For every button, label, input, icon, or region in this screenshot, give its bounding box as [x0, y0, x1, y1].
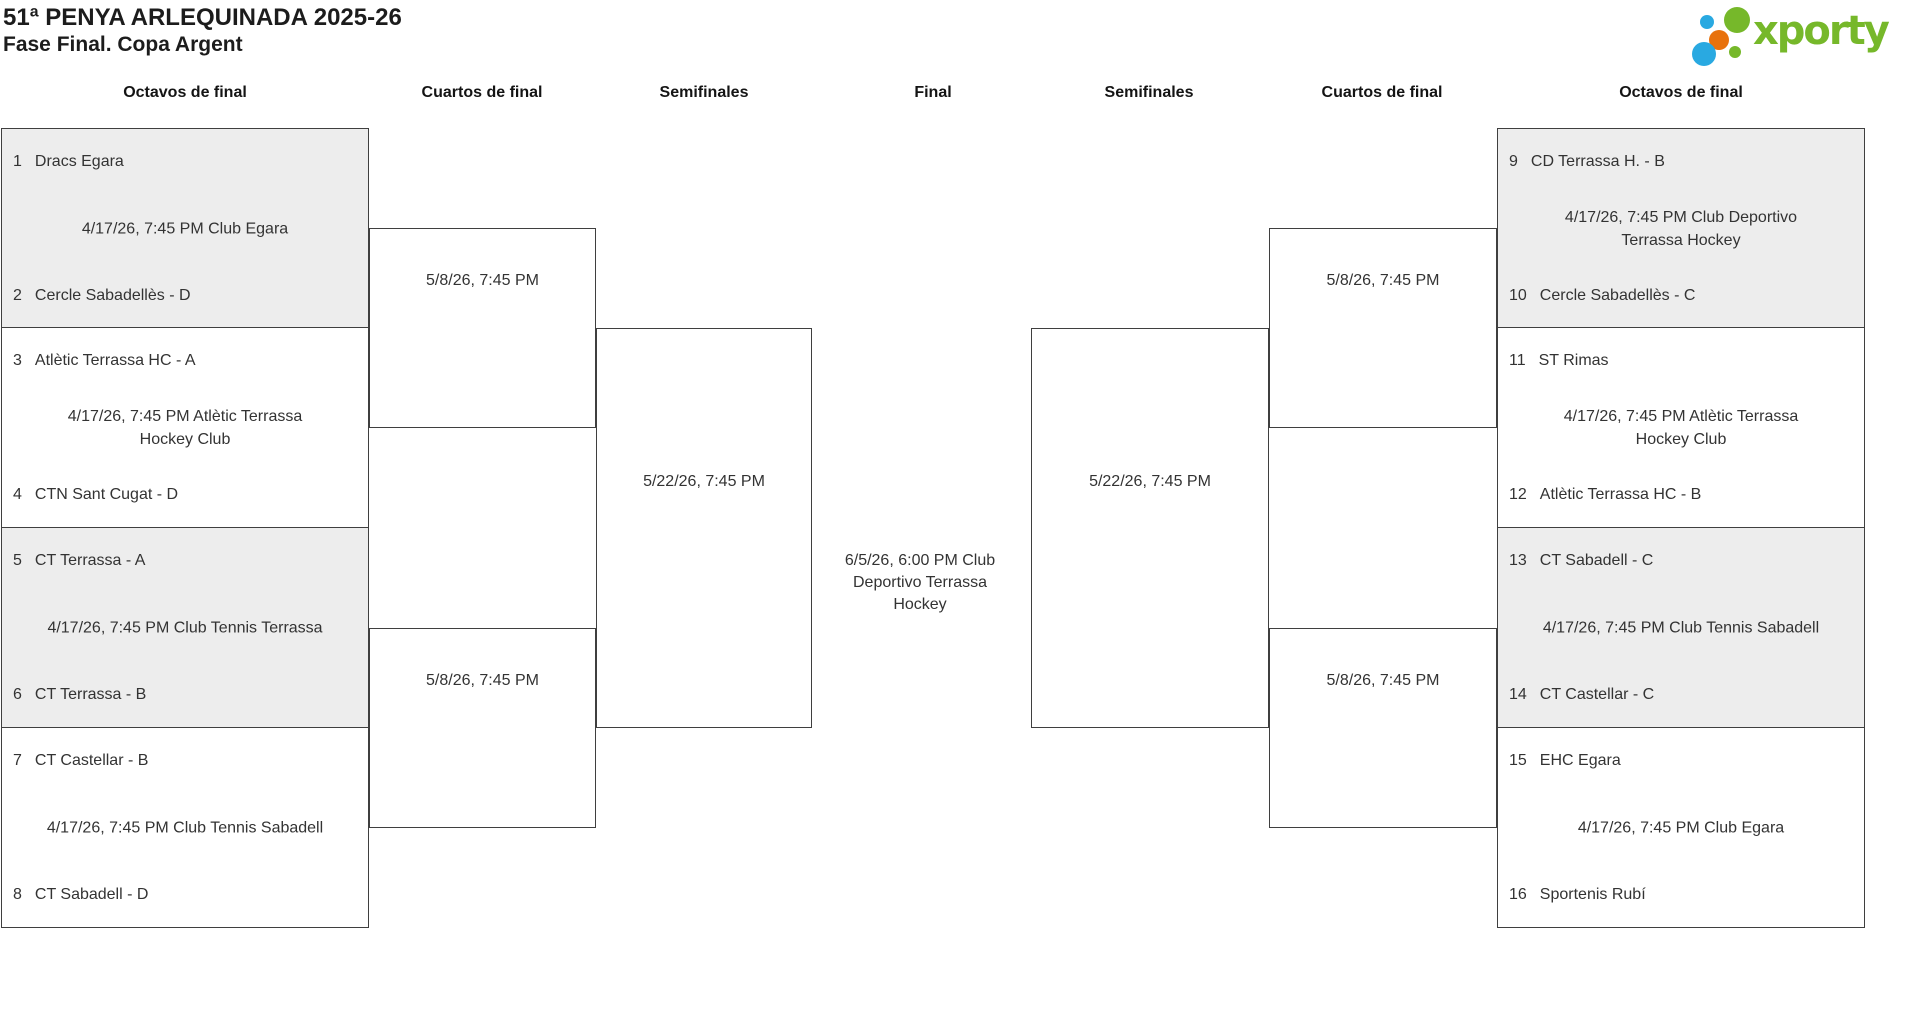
- match-box-qf-right-bottom[interactable]: 5/8/26, 7:45 PM: [1269, 628, 1497, 828]
- match-datetime: 5/8/26, 7:45 PM: [1326, 272, 1440, 289]
- team-name: CT Sabadell - C: [1539, 552, 1654, 569]
- match-box-qf-left-bottom[interactable]: 5/8/26, 7:45 PM: [369, 628, 596, 828]
- logo-dot-icon: [1709, 30, 1729, 50]
- match-datetime: 4/17/26, 7:45 PM Club Egara: [81, 220, 289, 238]
- match-datetime-line: Deportivo Terrassa: [853, 574, 987, 591]
- round-header-semis-right: Semifinales: [1104, 84, 1194, 101]
- match-datetime-line: 6/5/26, 6:00 PM Club: [844, 552, 996, 569]
- logo-dot-icon: [1700, 15, 1714, 29]
- team-row: 12 Atlètic Terrassa HC - B: [1509, 484, 1856, 506]
- match-datetime: 4/17/26, 7:45 PM Club Tennis Sabadell: [46, 819, 324, 837]
- team-row: 8 CT Sabadell - D: [13, 884, 360, 906]
- team-name: CT Castellar - C: [1539, 686, 1655, 703]
- match-box-r16-7[interactable]: 13 CT Sabadell - C 4/17/26, 7:45 PM Club …: [1497, 528, 1865, 728]
- match-datetime-line: Hockey: [893, 596, 947, 613]
- logo-wordmark: xporty: [1753, 8, 1890, 54]
- seed-number: 2: [13, 287, 22, 304]
- match-datetime: 4/17/26, 7:45 PM Club Tennis Terrassa: [47, 619, 323, 637]
- round-header-octavos-left: Octavos de final: [123, 84, 247, 101]
- seed-number: 5: [13, 552, 22, 569]
- logo-dot-icon: [1724, 7, 1750, 33]
- seed-number: 3: [13, 352, 22, 369]
- team-row: 7 CT Castellar - B: [13, 750, 360, 772]
- seed-number: 1: [13, 153, 22, 170]
- match-box-qf-right-top[interactable]: 5/8/26, 7:45 PM: [1269, 228, 1497, 428]
- team-name: Sportenis Rubí: [1539, 886, 1646, 903]
- team-name: Atlètic Terrassa HC - B: [1539, 486, 1702, 503]
- round-header-octavos-right: Octavos de final: [1619, 84, 1743, 101]
- match-datetime: 5/8/26, 7:45 PM: [426, 672, 539, 689]
- round-header-cuartos-left: Cuartos de final: [421, 84, 543, 101]
- match-box-sf-left[interactable]: 5/22/26, 7:45 PM: [596, 328, 812, 728]
- match-datetime: 5/8/26, 7:45 PM: [426, 272, 539, 289]
- seed-number: 10: [1509, 287, 1527, 304]
- seed-number: 14: [1509, 686, 1527, 703]
- seed-number: 7: [13, 752, 22, 769]
- team-row: 9 CD Terrassa H. - B: [1509, 151, 1856, 173]
- team-name: CD Terrassa H. - B: [1530, 153, 1665, 170]
- match-box-qf-left-top[interactable]: 5/8/26, 7:45 PM: [369, 228, 596, 428]
- team-row: 16 Sportenis Rubí: [1509, 884, 1856, 906]
- match-datetime: 5/22/26, 7:45 PM: [643, 473, 765, 490]
- team-name: ST Rimas: [1538, 352, 1609, 369]
- team-name: Cercle Sabadellès - C: [1539, 287, 1696, 304]
- team-row: 11 ST Rimas: [1509, 350, 1856, 372]
- team-name: CTN Sant Cugat - D: [34, 486, 179, 503]
- team-name: Atlètic Terrassa HC - A: [34, 352, 196, 369]
- logo-dot-icon: [1692, 42, 1716, 66]
- round-header-cuartos-right: Cuartos de final: [1321, 84, 1443, 101]
- xporty-logo[interactable]: xporty: [1685, 0, 1917, 70]
- page-title: 51ª PENYA ARLEQUINADA 2025-26: [3, 4, 402, 31]
- team-name: CT Sabadell - D: [34, 886, 149, 903]
- match-box-r16-4[interactable]: 7 CT Castellar - B 4/17/26, 7:45 PM Club …: [1, 728, 369, 928]
- team-row: 5 CT Terrassa - A: [13, 550, 360, 572]
- logo-dot-icon: [1729, 46, 1741, 58]
- round-header-final: Final: [914, 84, 952, 101]
- seed-number: 12: [1509, 486, 1527, 503]
- seed-number: 4: [13, 486, 22, 503]
- seed-number: 13: [1509, 552, 1527, 569]
- seed-number: 6: [13, 686, 22, 703]
- match-datetime: 5/22/26, 7:45 PM: [1089, 473, 1211, 490]
- team-row: 3 Atlètic Terrassa HC - A: [13, 350, 360, 372]
- match-datetime: 5/8/26, 7:45 PM: [1326, 672, 1440, 689]
- seed-number: 9: [1509, 153, 1518, 170]
- page-subtitle: Fase Final. Copa Argent: [3, 33, 243, 56]
- seed-number: 16: [1509, 886, 1527, 903]
- team-name: CT Terrassa - B: [34, 686, 147, 703]
- team-row: 4 CTN Sant Cugat - D: [13, 484, 360, 506]
- final-match-info[interactable]: 6/5/26, 6:00 PM Club Deportivo Terrassa …: [810, 550, 1030, 616]
- team-row: 2 Cercle Sabadellès - D: [13, 285, 360, 307]
- match-box-r16-1[interactable]: 1 Dracs Egara 4/17/26, 7:45 PM Club Egara…: [1, 128, 369, 328]
- match-datetime: 4/17/26, 7:45 PM Club Egara: [1577, 819, 1785, 837]
- match-box-r16-6[interactable]: 11 ST Rimas 4/17/26, 7:45 PM Atlètic Terr…: [1497, 328, 1865, 528]
- round-header-semis-left: Semifinales: [659, 84, 749, 101]
- team-name: Cercle Sabadellès - D: [34, 287, 191, 304]
- team-row: 10 Cercle Sabadellès - C: [1509, 285, 1856, 307]
- team-row: 1 Dracs Egara: [13, 151, 360, 173]
- team-name: CT Terrassa - A: [34, 552, 146, 569]
- seed-number: 15: [1509, 752, 1527, 769]
- match-box-sf-right[interactable]: 5/22/26, 7:45 PM: [1031, 328, 1269, 728]
- match-box-r16-5[interactable]: 9 CD Terrassa H. - B 4/17/26, 7:45 PM Clu…: [1497, 128, 1865, 328]
- team-row: 13 CT Sabadell - C: [1509, 550, 1856, 572]
- seed-number: 11: [1509, 352, 1526, 369]
- team-row: 14 CT Castellar - C: [1509, 684, 1856, 706]
- team-name: Dracs Egara: [34, 153, 124, 170]
- match-datetime: 4/17/26, 7:45 PM Club Tennis Sabadell: [1542, 619, 1820, 637]
- team-name: EHC Egara: [1539, 752, 1621, 769]
- match-box-r16-3[interactable]: 5 CT Terrassa - A 4/17/26, 7:45 PM Club T…: [1, 528, 369, 728]
- team-name: CT Castellar - B: [34, 752, 149, 769]
- team-row: 15 EHC Egara: [1509, 750, 1856, 772]
- seed-number: 8: [13, 886, 22, 903]
- team-row: 6 CT Terrassa - B: [13, 684, 360, 706]
- match-box-r16-2[interactable]: 3 Atlètic Terrassa HC - A 4/17/26, 7:45 P…: [1, 328, 369, 528]
